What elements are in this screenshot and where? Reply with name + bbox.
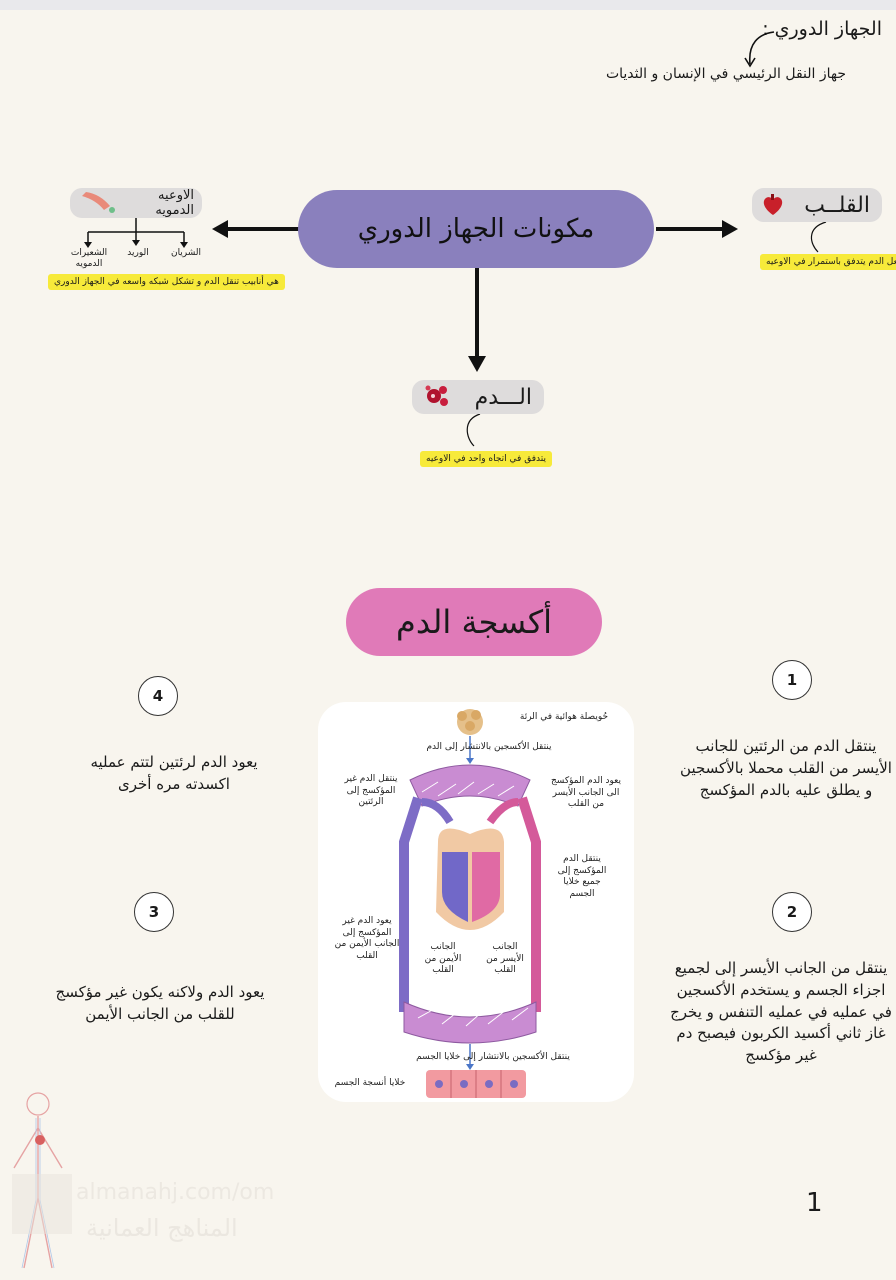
- vessels-node: الاوعيه الدمويه: [70, 188, 202, 218]
- step-4-text: يعود الدم لرئتين لتتم عمليه اكسدته مره أ…: [90, 753, 258, 793]
- vessel-type-capillaries: الشعيرات الدمويه: [70, 248, 108, 269]
- top-bar: [0, 0, 896, 10]
- step-4-number: 4: [138, 676, 178, 716]
- page-number: 1: [806, 1188, 823, 1218]
- blood-cells-icon: [425, 385, 448, 406]
- watermark-name: المناهج العمانية: [86, 1214, 238, 1242]
- blood-node: الـــدم: [412, 380, 544, 414]
- center-node: مكونات الجهاز الدوري: [298, 190, 654, 268]
- step-1-text: ينتقل الدم من الرئتين للجانب الأيسر من ا…: [680, 737, 892, 799]
- step-3-text: يعود الدم ولاكنه يكون غير مؤكسج للقلب من…: [55, 983, 265, 1023]
- vessel-type-vein: الوريد: [127, 248, 149, 258]
- section-title-pill: أكسجة الدم: [346, 588, 602, 656]
- human-circulation-icon: [12, 1092, 72, 1269]
- label-o2-to-blood: ينتقل الأكسجين بالانتشار إلى الدم: [426, 742, 552, 752]
- label-deoxy-to-lungs: ينتقل الدم غير المؤكسج إلى الرئتين: [344, 774, 398, 808]
- label-alveolus: حُويصلة هوائية في الرئة: [519, 712, 609, 722]
- label-o2-to-cells: ينتقل الأكسجين بالانتشار إلى خلايا الجسم: [416, 1052, 570, 1062]
- label-right-side: الجانب الأيمن من القلب: [424, 942, 462, 976]
- step-3-number: 3: [134, 892, 174, 932]
- mind-map-arrows: [84, 218, 827, 447]
- watermark-url: almanahj.com/om: [76, 1180, 275, 1205]
- circulation-diagram: حُويصلة هوائية في الرئة ينتقل الأكسجين ب…: [318, 702, 634, 1102]
- vessels-note: هي أنابيب تنقل الدم و تشكل شبكه واسعه في…: [48, 274, 285, 290]
- label-body-cells: خلايا أنسجة الجسم: [334, 1078, 406, 1088]
- heart-note: يجعل الدم يتدفق باستمرار في الاوعيه: [760, 254, 896, 270]
- blood-note: يتدفق في اتجاه واحد في الاوعيه: [420, 451, 552, 467]
- heart-node: القلــب: [752, 188, 882, 222]
- curved-arrow-icon: [744, 31, 775, 68]
- step-2-text: ينتقل من الجانب الأيسر إلى لجميع اجزاء ا…: [670, 959, 892, 1064]
- step-2-number: 2: [772, 892, 812, 932]
- alveolus-icon: [457, 709, 483, 735]
- heart-icon: [763, 194, 783, 215]
- heart-label: القلــب: [804, 192, 870, 218]
- blood-label: الـــدم: [474, 384, 532, 410]
- center-node-label: مكونات الجهاز الدوري: [357, 214, 595, 244]
- page-title: الجهاز الدوري :: [762, 18, 882, 40]
- step-1-number: 1: [772, 660, 812, 700]
- definition-text: جهاز النقل الرئيسي في الإنسان و الثديات: [605, 66, 846, 82]
- vessel-type-artery: الشريان: [170, 248, 202, 258]
- label-oxy-to-cells: ينتقل الدم المؤكسج إلى جميع خلايا الجسم: [557, 854, 607, 900]
- section-title: أكسجة الدم: [396, 603, 552, 641]
- label-oxy-to-left: يعود الدم المؤكسج الى الجانب الأيسر من ا…: [551, 776, 621, 810]
- blood-vessel-icon: [82, 192, 115, 213]
- circulation-drawing: [399, 709, 541, 1098]
- label-deoxy-return: يعود الدم غير المؤكسج إلى الجانب الأيمن …: [334, 916, 400, 962]
- body-cells-icon: [426, 1070, 526, 1098]
- label-left-side: الجانب الأيسر من القلب: [486, 942, 524, 976]
- vessels-label: الاوعيه الدمويه: [155, 188, 194, 218]
